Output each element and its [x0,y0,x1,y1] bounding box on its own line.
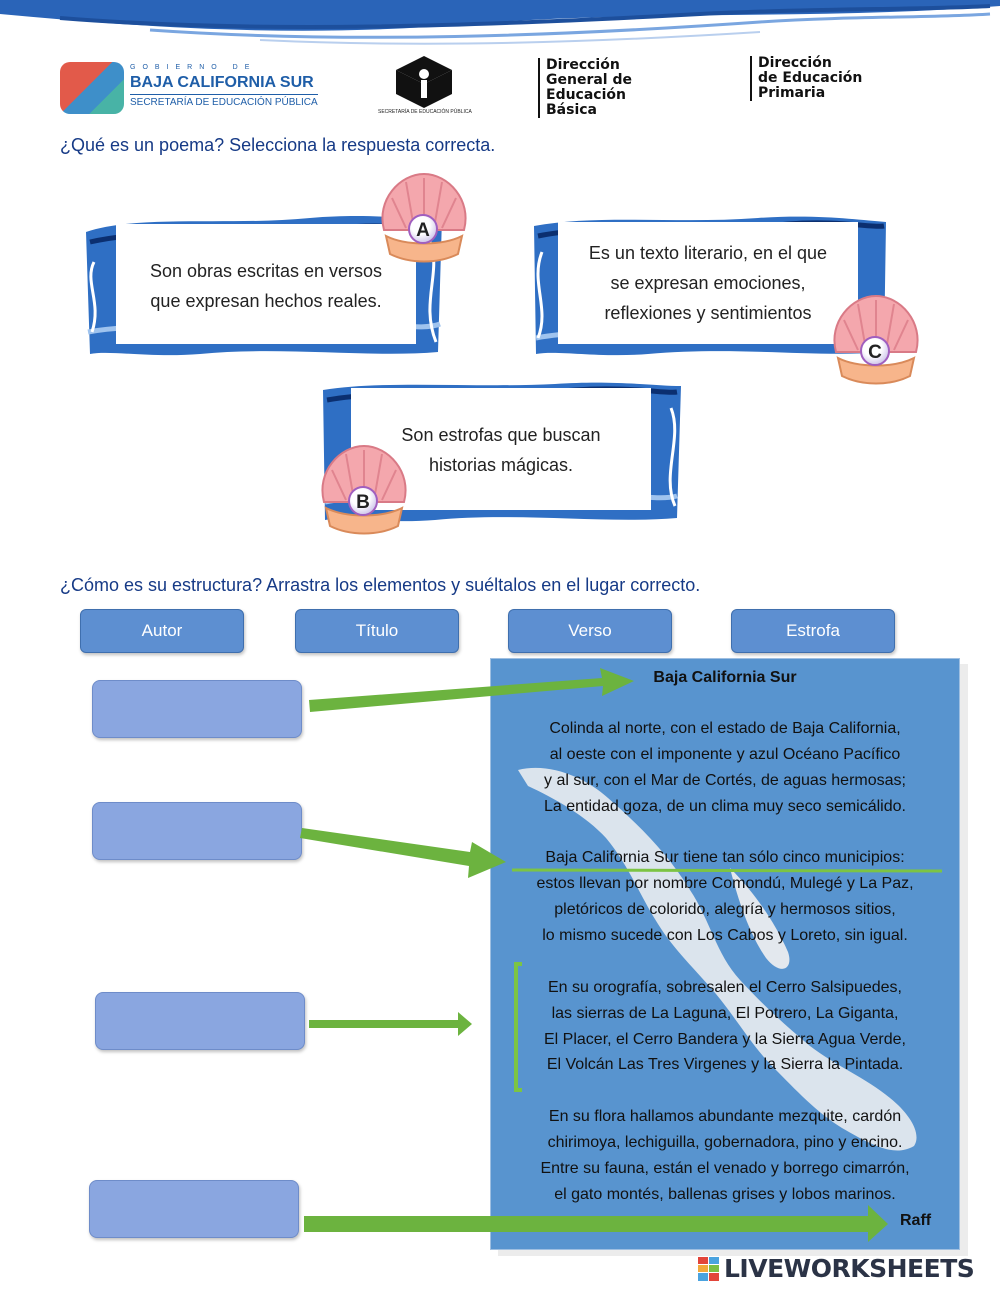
poem-verse: El Volcán Las Tres Virgenes y la Sierra … [546,1056,904,1073]
sep-logo: SECRETARÍA DE EDUCACIÓN PÚBLICA [378,52,472,118]
poem-author: Raff [900,1212,932,1229]
dep-line: Primaria [758,85,826,101]
bcs-name-text: BAJA CALIFORNIA SUR [130,74,314,91]
sep-caption: SECRETARÍA DE EDUCACIÓN PÚBLICA [378,109,472,115]
answer-line: historias mágicas. [428,455,574,475]
answer-card-a[interactable]: Son obras escritas en versos que expresa… [80,212,450,358]
drag-choice-autor[interactable]: Autor [80,609,244,653]
poem-verse: El Placer, el Cerro Bandera y la Sierra … [544,1031,906,1048]
liveworksheets-logo-icon [698,1257,719,1281]
dep-line: Dirección [758,55,832,71]
poem-title: Baja California Sur [653,669,797,686]
drag-choice-verso[interactable]: Verso [508,609,672,653]
answer-line: Es un texto literario, en el que [588,243,828,263]
pearl-shell-b[interactable]: B [316,442,412,540]
drag-choice-titulo[interactable]: Título [295,609,459,653]
pearl-shell-a[interactable]: A [376,170,472,268]
poem-verse: al oeste con el imponente y azul Océano … [549,746,901,763]
bcs-secretaria-text: SECRETARÍA DE EDUCACIÓN PÚBLICA [130,94,318,108]
poem-verse: el gato montés, ballenas grises y lobos … [554,1186,896,1203]
poem-verse: La entidad goza, de un clima muy seco se… [544,798,906,815]
poem-verse: y al sur, con el Mar de Cortés, de aguas… [544,772,906,789]
shell-icon [321,444,407,535]
dgeb-line: Dirección [546,57,620,73]
dgeb-line: Educación [546,87,626,103]
baja-california-map-icon [518,767,917,1151]
arrow-to-stanza [309,1012,472,1036]
answer-card-b[interactable]: Son estrofas que buscan historias mágica… [315,378,687,524]
direccion-educacion-primaria: Dirección de Educación Primaria [750,56,900,101]
poem-verse: las sierras de La Laguna, El Potrero, La… [551,1005,899,1022]
answer-a-text: Son obras escritas en versos que expresa… [116,224,416,344]
arrow-to-verse [300,828,506,878]
poem-verse: lo mismo sucede con Los Cabos y Loreto, … [542,927,908,944]
dgeb-line: Básica [546,102,597,118]
poem-verse: En su flora hallamos abundante mezquite,… [548,1108,902,1125]
poem-verse: pletóricos de colorido, alegría y hermos… [554,901,896,918]
answer-line: Son estrofas que buscan [401,425,601,445]
question-1-prompt: ¿Qué es un poema? Selecciona la respuest… [60,135,496,155]
answer-line: se expresan emociones, [610,273,806,293]
poem-verse: En su orografía, sobresalen el Cerro Sal… [548,979,902,996]
drop-zone-4[interactable] [89,1180,299,1238]
poem-panel [490,658,960,1250]
direccion-general-educacion-basica: Dirección General de Educación Básica [538,58,668,118]
sep-cube-icon [396,56,452,108]
poem-verse: chirimoya, lechiguilla, gobernadora, pin… [547,1134,903,1151]
drag-choice-estrofa[interactable]: Estrofa [731,609,895,653]
answer-card-c[interactable]: Es un texto literario, en el que se expr… [528,212,892,358]
pearl-shell-c[interactable]: C [828,292,924,390]
baja-california-sur-logo: GOBIERNO DE BAJA CALIFORNIA SUR SECRETAR… [60,60,318,116]
bcs-emblem-icon [60,62,124,114]
poem-verse: Baja California Sur tiene tan sólo cinco… [545,849,905,866]
dgeb-line: General de [546,72,632,88]
bcs-gobierno-text: GOBIERNO DE [130,64,257,71]
answer-line: reflexiones y sentimientos [604,303,812,323]
option-letter-c: C [860,336,890,366]
answer-c-text: Es un texto literario, en el que se expr… [558,222,858,344]
shell-icon [833,294,919,385]
top-wave-decoration [0,0,1000,45]
poem-verse: Colinda al norte, con el estado de Baja … [549,720,901,737]
liveworksheets-text: LIVEWORKSHEETS [724,1254,975,1283]
answer-line: Son obras escritas en versos [149,261,383,281]
drop-zone-2[interactable] [92,802,302,860]
question-2-prompt: ¿Cómo es su estructura? Arrastra los ele… [60,575,701,595]
option-letter-b: B [348,486,378,516]
dep-line: de Educación [758,70,863,86]
drop-zone-3[interactable] [95,992,305,1050]
shell-icon [381,172,467,263]
option-letter-a: A [408,214,438,244]
drop-zone-1[interactable] [92,680,302,738]
answer-line: que expresan hechos reales. [150,291,382,311]
poem-verse: Entre su fauna, están el venado y borreg… [540,1160,910,1177]
poem-verse: estos llevan por nombre Comondú, Mulegé … [536,875,914,892]
